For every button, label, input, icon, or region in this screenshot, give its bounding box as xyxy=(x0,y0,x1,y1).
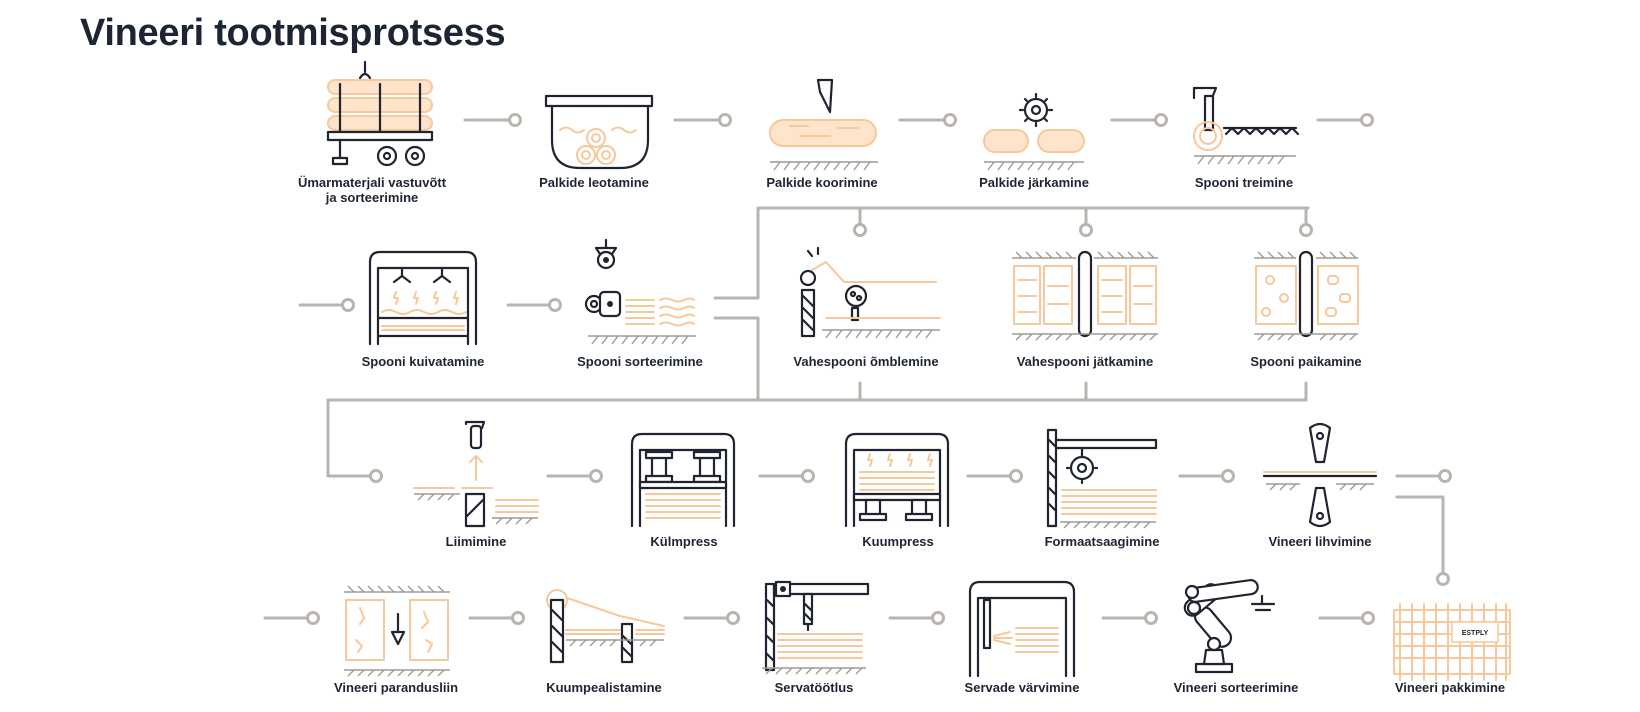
step-log-truck: Ümarmaterjali vastuvõtt ja sorteerimine xyxy=(298,60,447,205)
step-label-format-sawing: Formaatsaagimine xyxy=(1045,534,1160,549)
robot-arm-sorting-icon xyxy=(1183,579,1276,674)
step-label-gluing: Liimimine xyxy=(446,534,507,549)
hot-press-icon xyxy=(844,432,950,528)
step-core-stitching: Vahespooni õmblemine xyxy=(793,246,941,369)
step-label-edge-processing: Servatöötlus xyxy=(775,680,854,695)
packaging-crate-icon: ESTPLY xyxy=(1393,603,1511,681)
step-label-peeling: Spooni treimine xyxy=(1195,175,1293,190)
soaking-pool-icon xyxy=(544,94,654,170)
step-soaking: Palkide leotamine xyxy=(539,94,654,190)
step-veneer-sorting: Spooni sorteerimine xyxy=(577,238,703,369)
step-debarking: Palkide koorimine xyxy=(766,78,878,190)
core-stitching-icon xyxy=(799,246,941,339)
step-label-cross-cutting: Palkide järkamine xyxy=(979,175,1089,190)
step-edge-painting: Servade värvimine xyxy=(965,580,1080,695)
step-label-veneer-sorting: Spooni sorteerimine xyxy=(577,354,703,369)
step-label-debarking: Palkide koorimine xyxy=(766,175,877,190)
step-peeling: Spooni treimine xyxy=(1192,86,1300,190)
hot-overlaying-icon xyxy=(546,589,665,664)
connectors xyxy=(263,113,1452,625)
veneer-peeling-icon xyxy=(1192,86,1300,165)
step-label-soaking: Palkide leotamine xyxy=(539,175,649,190)
step-repair-line: Vineeri parandusliin xyxy=(334,585,458,695)
repair-line-icon xyxy=(344,585,450,677)
debarking-icon xyxy=(769,78,878,171)
step-hot-overlaying: Kuumpealistamine xyxy=(546,589,665,695)
step-packaging: ESTPLY Vineeri pakkimine xyxy=(1393,603,1511,695)
step-label-hot-press: Kuumpress xyxy=(862,534,934,549)
step-label-plywood-sorting: Vineeri sorteerimine xyxy=(1174,680,1299,695)
crate-logo: ESTPLY xyxy=(1462,630,1489,637)
step-label-sanding: Vineeri lihvimine xyxy=(1268,534,1371,549)
step-cold-press: Külmpress xyxy=(630,432,736,549)
step-label-repair-line: Vineeri parandusliin xyxy=(334,680,458,695)
cold-press-icon xyxy=(630,432,736,528)
step-label-cold-press: Külmpress xyxy=(650,534,717,549)
step-label-patching: Spooni paikamine xyxy=(1250,354,1361,369)
format-saw-icon xyxy=(1046,428,1158,529)
edge-painting-icon xyxy=(968,580,1076,678)
step-edge-processing: Servatöötlus xyxy=(762,580,870,695)
veneer-sorting-camera-icon xyxy=(584,238,696,345)
log-truck-icon xyxy=(326,60,434,167)
step-plywood-sorting: Vineeri sorteerimine xyxy=(1174,579,1299,695)
step-label-log-receiving-line2: ja sorteerimine xyxy=(325,190,419,205)
step-core-joining: Vahespooni jätkamine xyxy=(1012,250,1158,369)
log-cutting-saw-icon xyxy=(983,92,1085,171)
step-label-core-joining: Vahespooni jätkamine xyxy=(1017,354,1154,369)
step-sanding: Vineeri lihvimine xyxy=(1262,422,1378,549)
sanding-rollers-icon xyxy=(1262,422,1378,528)
step-hot-press: Kuumpress xyxy=(844,432,950,549)
step-label-hot-overlaying: Kuumpealistamine xyxy=(546,680,662,695)
step-gluing: Liimimine xyxy=(413,420,539,549)
step-cross-cutting: Palkide järkamine xyxy=(979,92,1089,190)
page-title: Vineeri tootmisprotsess xyxy=(80,12,506,54)
step-patching: Spooni paikamine xyxy=(1250,250,1362,369)
edge-processing-icon xyxy=(762,580,870,675)
veneer-patching-icon xyxy=(1254,250,1359,341)
step-label-drying: Spooni kuivatamine xyxy=(362,354,485,369)
step-label-log-receiving: Ümarmaterjali vastuvõtt xyxy=(298,175,447,190)
step-label-core-stitching: Vahespooni õmblemine xyxy=(793,354,938,369)
core-joining-icon xyxy=(1012,250,1158,341)
step-drying: Spooni kuivatamine xyxy=(362,250,485,369)
step-label-edge-painting: Servade värvimine xyxy=(965,680,1080,695)
step-label-packaging: Vineeri pakkimine xyxy=(1395,680,1505,695)
veneer-dryer-icon xyxy=(368,250,478,346)
glue-spreader-icon xyxy=(413,420,539,528)
step-format-sawing: Formaatsaagimine xyxy=(1045,428,1160,549)
